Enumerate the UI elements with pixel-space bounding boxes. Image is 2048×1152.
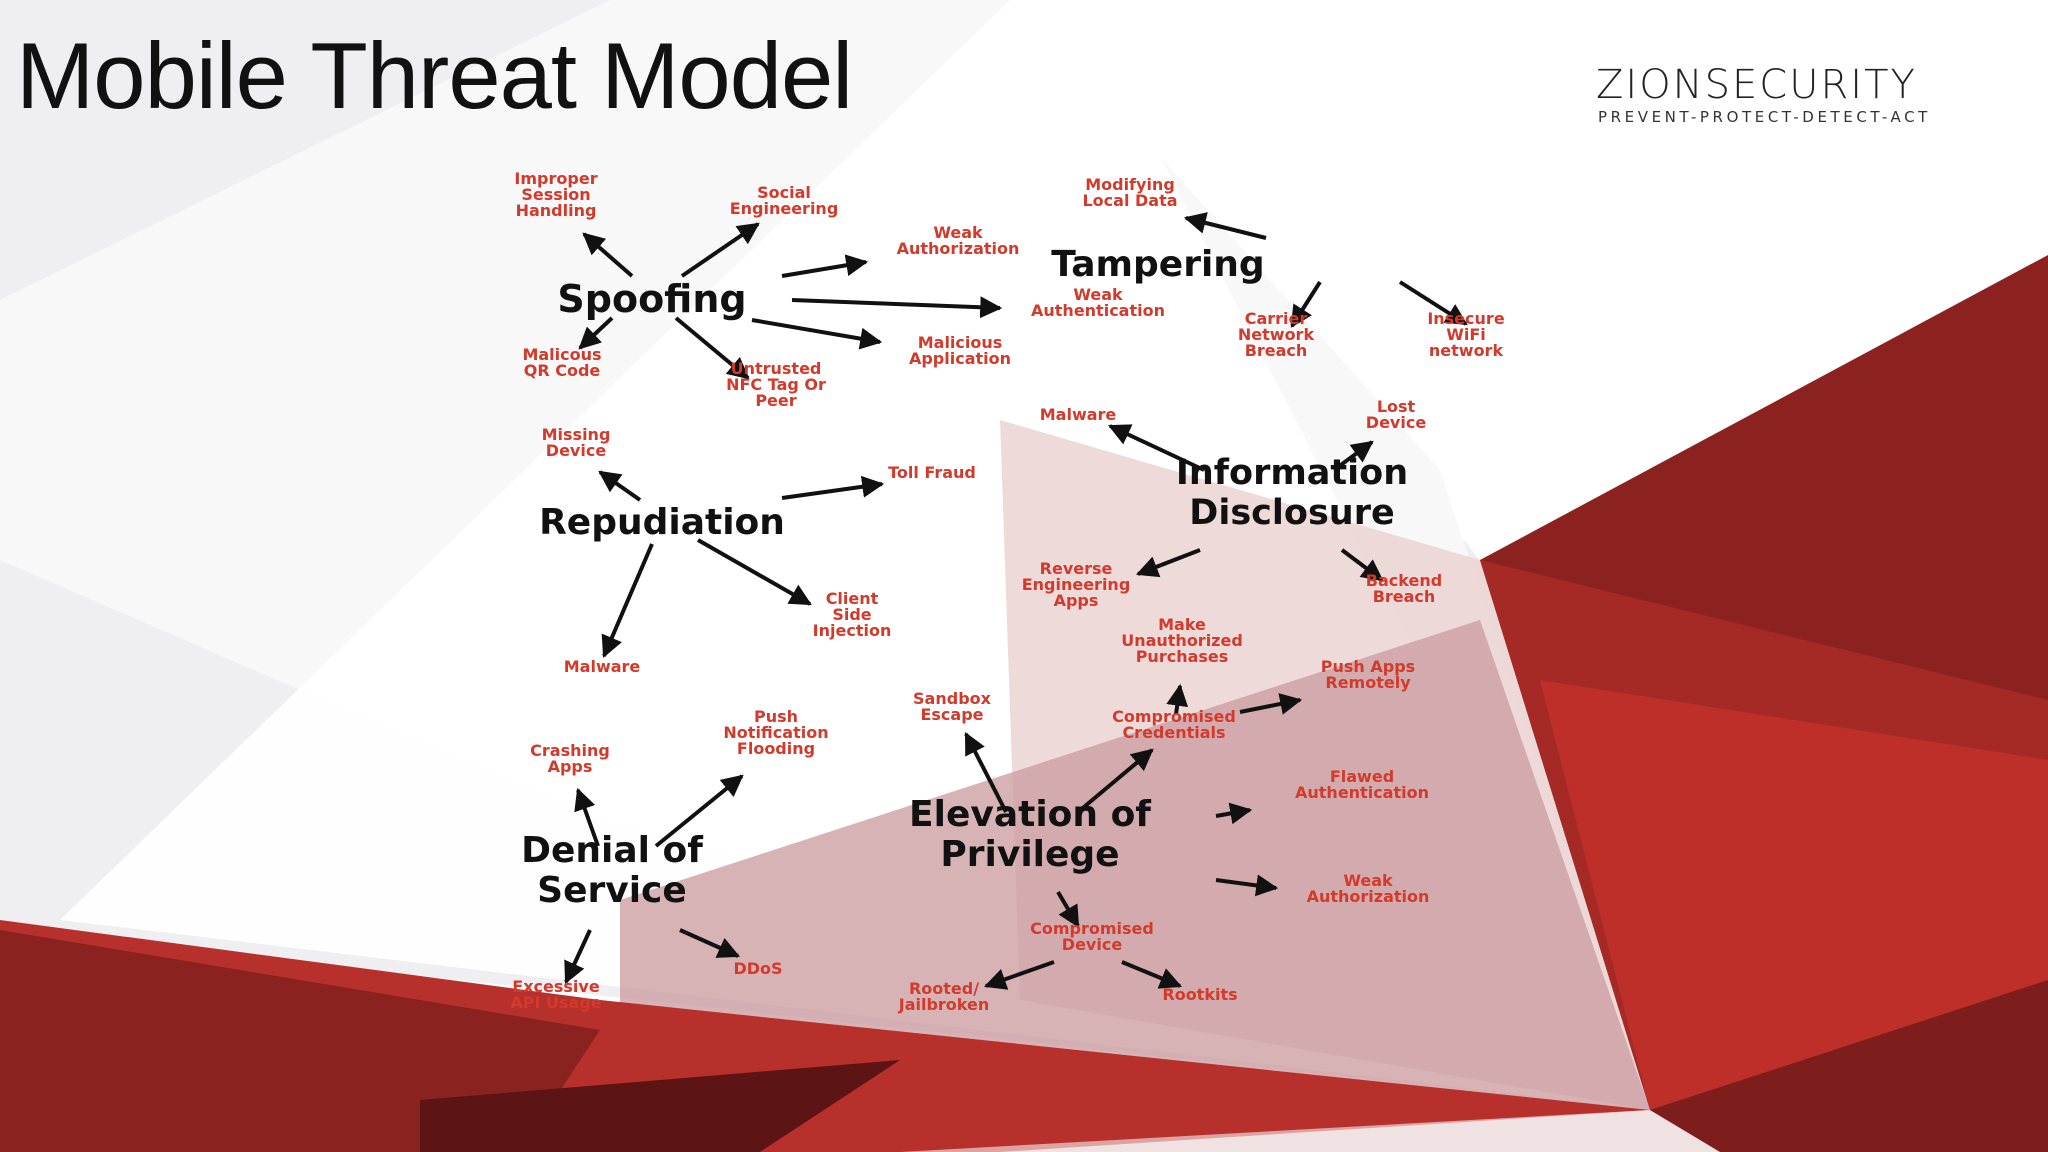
threat-r4-line: Malware [564,657,641,676]
threat-r1: MissingDevice [542,425,611,460]
arrow-17 [1138,550,1200,574]
threat-r3-line: Injection [813,621,892,640]
arrow-3 [782,262,866,276]
arrow-29 [1240,700,1300,712]
arrow-21 [566,930,590,982]
threat-e6-line: Purchases [1136,647,1229,666]
threat-t2: CarrierNetworkBreach [1238,309,1315,360]
threat-i3-line: Apps [1054,591,1099,610]
category-repudiation-line: Repudiation [539,502,785,543]
threat-d2-line: Flooding [737,739,815,758]
threat-i2-line: Device [1366,413,1427,432]
threat-i1-line: Malware [1040,405,1117,424]
threat-i1: Malware [1040,405,1117,424]
category-repudiation: Repudiation [539,502,785,543]
threat-t1-line: Local Data [1082,191,1177,210]
threat-s5-line: Application [909,349,1011,368]
arrow-5 [752,320,880,342]
threat-r2-line: Toll Fraud [888,463,976,482]
threat-s4-line: Authentication [1031,301,1165,320]
threat-e1-line: Escape [920,705,983,724]
threat-e1: SandboxEscape [913,689,992,724]
category-info-line: Information [1176,453,1408,493]
arrow-25 [1216,810,1250,816]
arrow-14 [604,544,652,656]
threat-r1-line: Device [546,441,607,460]
arrow-22 [680,930,738,956]
threat-s3-line: Authorization [897,239,1020,258]
threat-d4: DDoS [733,959,782,978]
category-spoofing: Spoofing [557,277,746,321]
threat-e8: Rooted/Jailbroken [898,979,990,1014]
arrow-26 [1216,880,1276,888]
category-tampering: Tampering [1051,244,1264,285]
arrow-4 [792,300,1000,308]
arrow-8 [1186,218,1266,238]
category-dos-line: Denial of [521,830,703,871]
threat-s3: WeakAuthorization [897,223,1020,258]
arrow-11 [600,472,640,500]
arrow-13 [698,540,810,604]
threat-r4: Malware [564,657,641,676]
threat-s2-line: Engineering [730,199,839,218]
arrow-7 [580,318,612,348]
threat-r2: Toll Fraud [888,463,976,482]
threat-s6-line: Peer [755,391,796,410]
threat-i4: BackendBreach [1366,571,1442,606]
threat-e2-line: Credentials [1122,723,1225,742]
threat-s6: UntrustedNFC Tag OrPeer [726,359,826,410]
category-eop: Elevation ofPrivilege [909,794,1151,875]
category-eop-line: Privilege [940,834,1119,875]
threat-e9-line: Rootkits [1162,985,1237,1004]
threat-s1: ImproperSessionHandling [514,169,597,220]
threat-d3-line: API Usage [510,993,601,1012]
threat-e3-line: Authentication [1295,783,1429,802]
threat-d1-line: Apps [548,757,593,776]
category-eop-line: Elevation of [909,794,1151,835]
arrow-30 [986,962,1054,986]
threat-i4-line: Breach [1373,587,1436,606]
category-info: InformationDisclosure [1176,453,1408,533]
threat-s7-line: QR Code [524,361,601,380]
category-dos-line: Service [537,870,687,911]
threat-e4-line: Authorization [1307,887,1430,906]
threat-t3-line: network [1429,341,1504,360]
threat-e9: Rootkits [1162,985,1237,1004]
arrow-12 [782,484,882,498]
category-spoofing-line: Spoofing [557,277,746,321]
threat-e7-line: Remotely [1325,673,1411,692]
threat-t1: ModifyingLocal Data [1082,175,1177,210]
threat-e8-line: Jailbroken [898,995,990,1014]
arrow-1 [584,234,632,276]
arrow-2 [682,224,758,276]
threat-t2-line: Breach [1245,341,1308,360]
threat-r3: ClientSideInjection [813,589,892,640]
arrow-31 [1122,962,1180,986]
category-info-line: Disclosure [1189,493,1394,533]
threat-e5-line: Device [1062,935,1123,954]
threat-s1-line: Handling [516,201,597,220]
threat-d4-line: DDoS [733,959,782,978]
category-tampering-line: Tampering [1051,244,1264,285]
threat-i2: LostDevice [1366,397,1427,432]
